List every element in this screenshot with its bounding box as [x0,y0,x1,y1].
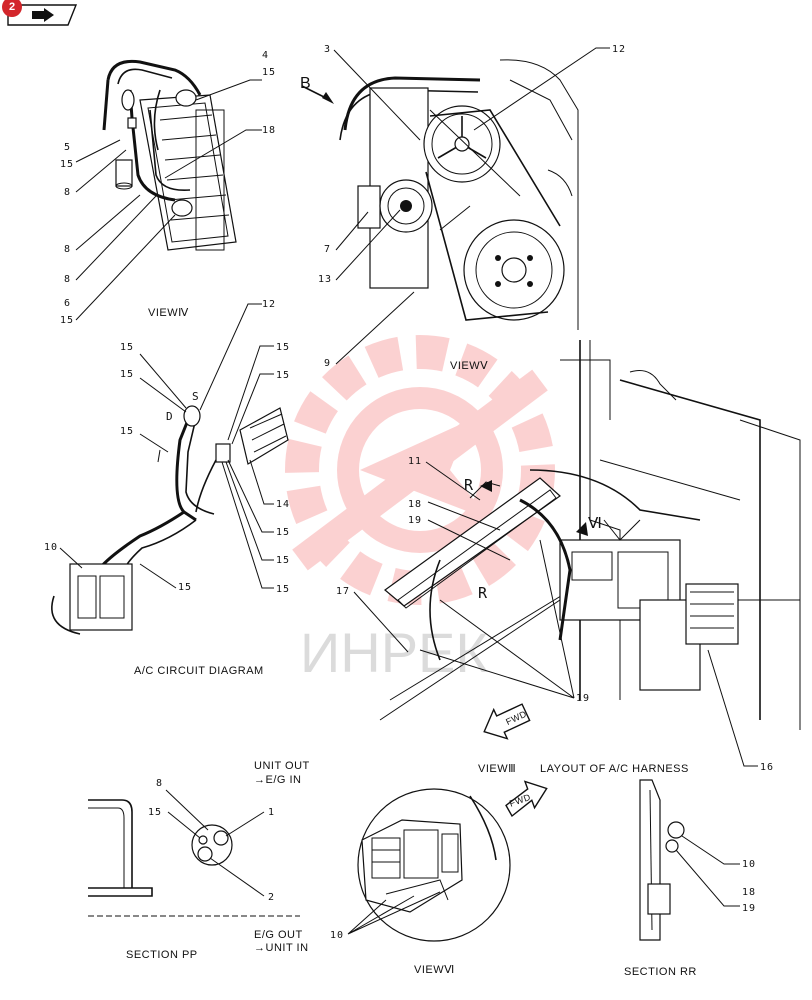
watermark-text: ИНРЕК [300,621,488,684]
discharge-label: D [166,410,173,423]
arrow-r-icon [480,480,492,492]
unit-in-note: →UNIT IN [254,942,309,954]
callout-2: 2 [268,892,275,903]
section-rr-label: SECTION RR [624,966,697,978]
callout-15: 15 [120,369,134,380]
view-6-drawing: FWD [357,780,548,942]
callout-15: 15 [276,527,290,538]
callout-13: 13 [318,274,332,285]
callout-15: 15 [262,67,276,78]
callout-15: 15 [60,315,74,326]
callout-15: 15 [276,584,290,595]
callout-8: 8 [64,274,71,285]
view-6-callouts: 10 VIEWⅥ [330,891,455,976]
callout-19: 19 [742,903,756,914]
view-5-drawing [339,59,579,330]
callout-10: 10 [742,859,756,870]
view-5-label: VIEWⅤ [450,360,488,372]
ac-circuit-drawing: S D [51,390,289,635]
view-6-label: VIEWⅥ [414,964,455,976]
fwd-arrow-icon: FWD [483,703,531,740]
watermark-gear-logo [285,335,555,605]
callout-5: 5 [64,142,71,153]
section-pp-callouts: UNIT OUT →E/G IN 8 15 1 2 E/G OUT →UNIT … [126,760,310,961]
callout-19: 19 [408,515,422,526]
callout-15: 15 [276,342,290,353]
callout-18: 18 [742,887,756,898]
callout-19: 19 [576,693,590,704]
section-pp-drawing [88,799,300,917]
callout-12: 12 [612,44,626,55]
callout-17: 17 [336,586,350,597]
callout-9: 9 [324,358,331,369]
view-4-callouts: 4 15 5 15 8 8 8 6 15 18 VIEWⅣ [60,50,276,326]
page-tab[interactable]: 2 [2,0,78,27]
callout-18: 18 [262,125,276,136]
arrow-b-icon [322,92,334,104]
callout-10: 10 [44,542,58,553]
eg-out-note: E/G OUT [254,929,303,941]
callout-15: 15 [120,426,134,437]
circuit-label: A/C CIRCUIT DIAGRAM [134,665,264,677]
eg-in-note: →E/G IN [254,774,302,786]
callout-12: 12 [262,299,276,310]
harness-label: LAYOUT OF A/C HARNESS [540,763,689,775]
section-rr-drawing [639,779,685,941]
bookmark-arrow-icon [7,4,78,26]
page-badge: 2 [2,0,22,17]
view-4-drawing [102,59,237,251]
unit-out-note: UNIT OUT [254,760,310,772]
callout-6: 6 [64,298,71,309]
callout-8: 8 [156,778,163,789]
callout-15: 15 [276,370,290,381]
callout-8: 8 [64,187,71,198]
callout-4: 4 [262,50,269,61]
section-pp-label: SECTION PP [126,949,198,961]
view-6-marker: Ⅵ [588,514,602,532]
callout-11: 11 [408,456,422,467]
section-r-label: R [464,476,474,494]
callout-7: 7 [324,244,331,255]
callout-3: 3 [324,44,331,55]
suction-label: S [192,390,199,403]
view-3-callouts: 11 18 19 17 19 16 VIEWⅢ LAYOUT OF A/C HA… [336,456,774,775]
ac-circuit-callouts: 15 15 15 12 15 15 14 15 15 15 10 15 A/C … [44,299,290,677]
view-5-callouts: B 3 12 7 13 9 VIEWⅤ [300,44,626,372]
arrow-b-label: B [300,75,311,92]
arrow-vi-icon [576,522,588,536]
callout-16: 16 [760,762,774,773]
callout-10: 10 [330,930,344,941]
callout-1: 1 [268,807,275,818]
callout-8: 8 [64,244,71,255]
callout-15: 15 [120,342,134,353]
fwd-arrow-icon: FWD [505,780,548,818]
callout-14: 14 [276,499,290,510]
callout-15: 15 [60,159,74,170]
view-4-label: VIEWⅣ [148,307,189,319]
section-rr-callouts: 10 18 19 SECTION RR [624,835,756,978]
callout-15: 15 [276,555,290,566]
callout-15: 15 [148,807,162,818]
callout-15: 15 [178,582,192,593]
callout-18: 18 [408,499,422,510]
section-r-label: R [478,584,488,602]
view-3-label: VIEWⅢ [478,763,516,775]
